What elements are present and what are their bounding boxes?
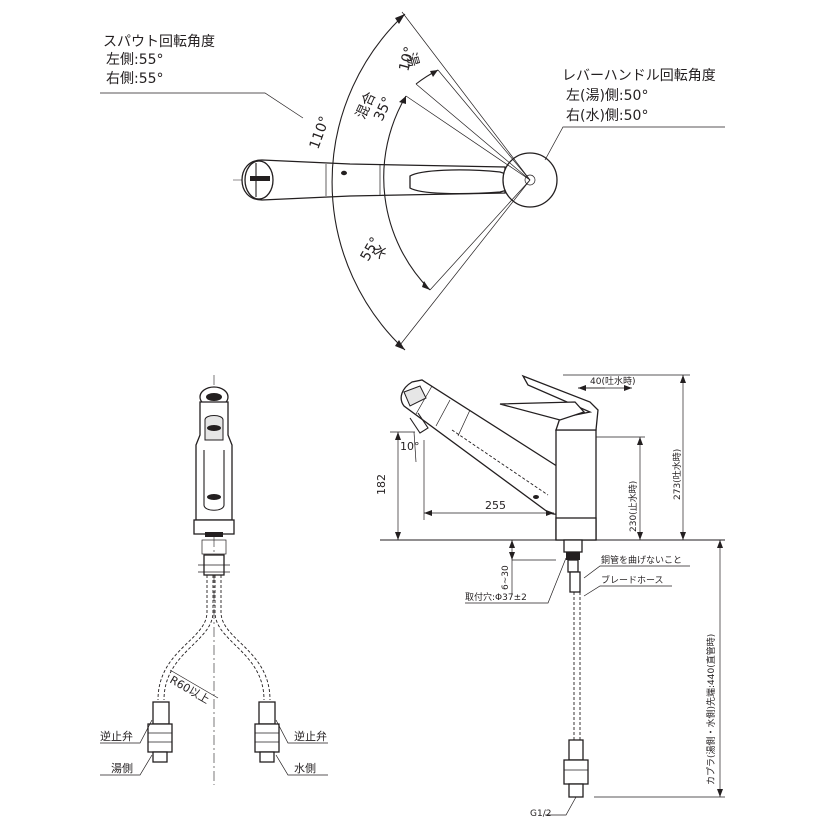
- dim-6-30: 6~30: [501, 565, 511, 590]
- cold-side-label: 水側: [294, 762, 316, 775]
- coupler-length-note: カプラ(湯側・水側)先端:440(直管時): [705, 634, 717, 785]
- pipe-note: 銅管を曲げないこと: [601, 554, 682, 566]
- lever-right-angle: 右(水)側:50°: [566, 108, 648, 124]
- cold-coupler: [254, 701, 280, 763]
- dim-10deg: 10°: [400, 440, 420, 453]
- check-valve-label-left: 逆止弁: [100, 729, 133, 743]
- side-view: 182 255 10° 40(吐水時) 230(止水時) 273(吐水時) 6~…: [375, 374, 725, 819]
- check-valve-label-right: 逆止弁: [294, 729, 327, 743]
- braided-hose: [573, 592, 581, 740]
- bend-radius-note: R60以上: [168, 673, 212, 706]
- mount-hole-label: 取付穴:Φ37±2: [465, 591, 527, 603]
- lever-side: [521, 374, 599, 431]
- hot-angle: 10°: [396, 45, 418, 73]
- dim-230: 230(止水時): [627, 481, 639, 532]
- mount-base-front: [193, 519, 235, 535]
- cold-label: 水: [369, 242, 390, 262]
- hose-note: ブレードホース: [601, 574, 664, 586]
- dim-273: 273(吐水時): [671, 449, 683, 500]
- spout-side: [400, 379, 578, 515]
- hot-coupler: [147, 701, 173, 763]
- cold-hose: [214, 575, 265, 701]
- spout-right-angle: 右側:55°: [106, 71, 164, 87]
- spray-button-icon: [341, 170, 347, 176]
- spout-left-angle: 左側:55°: [106, 52, 164, 68]
- spray-outlet-icon: [250, 176, 270, 181]
- front-view: R60以上 逆止弁 湯側 逆止弁 水側: [100, 375, 328, 785]
- side-coupler: [563, 739, 589, 798]
- spout-total-angle: 110°: [307, 114, 334, 151]
- top-view: スパウト回転角度 左側:55° 右側:55° 110° レバーハンドル回転角度 …: [100, 11, 725, 351]
- dim-255: 255: [485, 499, 506, 512]
- spout-rotation-arc: [331, 13, 406, 351]
- dim-182: 182: [375, 474, 388, 495]
- dim-40: 40(吐水時): [590, 375, 635, 387]
- lever-rotation-title: レバーハンドル回転角度: [562, 68, 716, 84]
- thread-label: G1/2: [530, 809, 551, 819]
- hot-side-label: 湯側: [111, 762, 133, 775]
- lever-left-angle: 左(湯)側:50°: [566, 87, 648, 104]
- hot-hose: [157, 575, 208, 701]
- spout-rotation-title: スパウト回転角度: [103, 34, 215, 50]
- hot-label: 湯: [402, 51, 422, 69]
- lever-handle-top: [409, 169, 516, 195]
